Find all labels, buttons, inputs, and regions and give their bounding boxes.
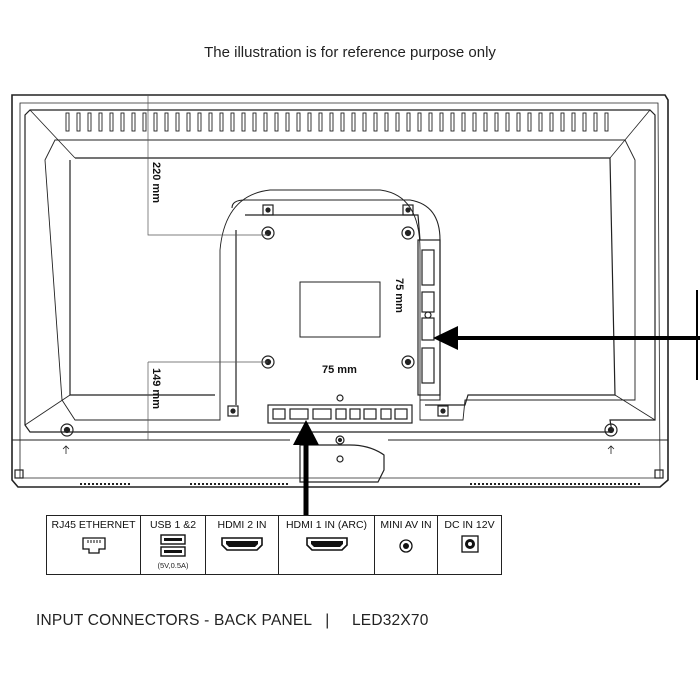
usb-port-icon [160, 534, 186, 557]
ethernet-port-icon [81, 537, 106, 554]
connector-label: MINI AV IN [380, 519, 432, 531]
connector-sub-label: (5V,0.5A) [157, 561, 189, 570]
footer-model: LED32X70 [351, 612, 429, 629]
dim-label-vesa-horizontal: 75 mm [322, 364, 357, 376]
bottom-pointer-arrow [293, 420, 319, 515]
center-label-plate [299, 281, 381, 338]
dim-label-top: 220 mm [150, 162, 162, 203]
connector-label: RJ45 ETHERNET [51, 519, 136, 531]
connector-rj45: RJ45 ETHERNET [47, 516, 141, 574]
connector-label: USB 1 &2 [149, 519, 197, 531]
connector-label: DC IN 12V [444, 519, 495, 531]
mini-av-jack-icon [399, 539, 413, 553]
bottom-connector-strip [267, 394, 413, 424]
connector-mini-av: MINI AV IN [375, 516, 438, 574]
connector-usb: USB 1 &2 (5V,0.5A) [141, 516, 206, 574]
connector-hdmi2: HDMI 2 IN [206, 516, 279, 574]
connector-label: HDMI 2 IN [217, 519, 267, 531]
connector-dc-in: DC IN 12V [438, 516, 501, 574]
connector-label: HDMI 1 IN (ARC) [285, 519, 368, 531]
footer-caption: INPUT CONNECTORS - BACK PANEL | LED32X70 [36, 612, 429, 630]
dimension-lines [147, 95, 268, 440]
hdmi-port-icon [221, 537, 263, 551]
dim-label-vesa-vertical: 75 mm [393, 278, 405, 313]
stand-neck [299, 444, 385, 483]
connector-table: RJ45 ETHERNET USB 1 &2 (5V,0.5A) HDMI 2 … [46, 515, 502, 575]
tv-outer-frame [11, 94, 669, 488]
vent-slots [65, 112, 609, 132]
dim-label-bottom: 149 mm [150, 368, 162, 409]
connector-hdmi1-arc: HDMI 1 IN (ARC) [279, 516, 375, 574]
reference-note: The illustration is for reference purpos… [204, 44, 496, 61]
vesa-mount-plate [231, 199, 441, 401]
dc-jack-icon [460, 535, 479, 553]
side-connector-panel [417, 239, 441, 396]
back-cover [24, 109, 656, 433]
footer-separator: | [325, 612, 330, 629]
hdmi-port-icon [305, 537, 348, 551]
footer-title: INPUT CONNECTORS - BACK PANEL [36, 612, 312, 629]
side-pointer-arrow [433, 290, 700, 380]
